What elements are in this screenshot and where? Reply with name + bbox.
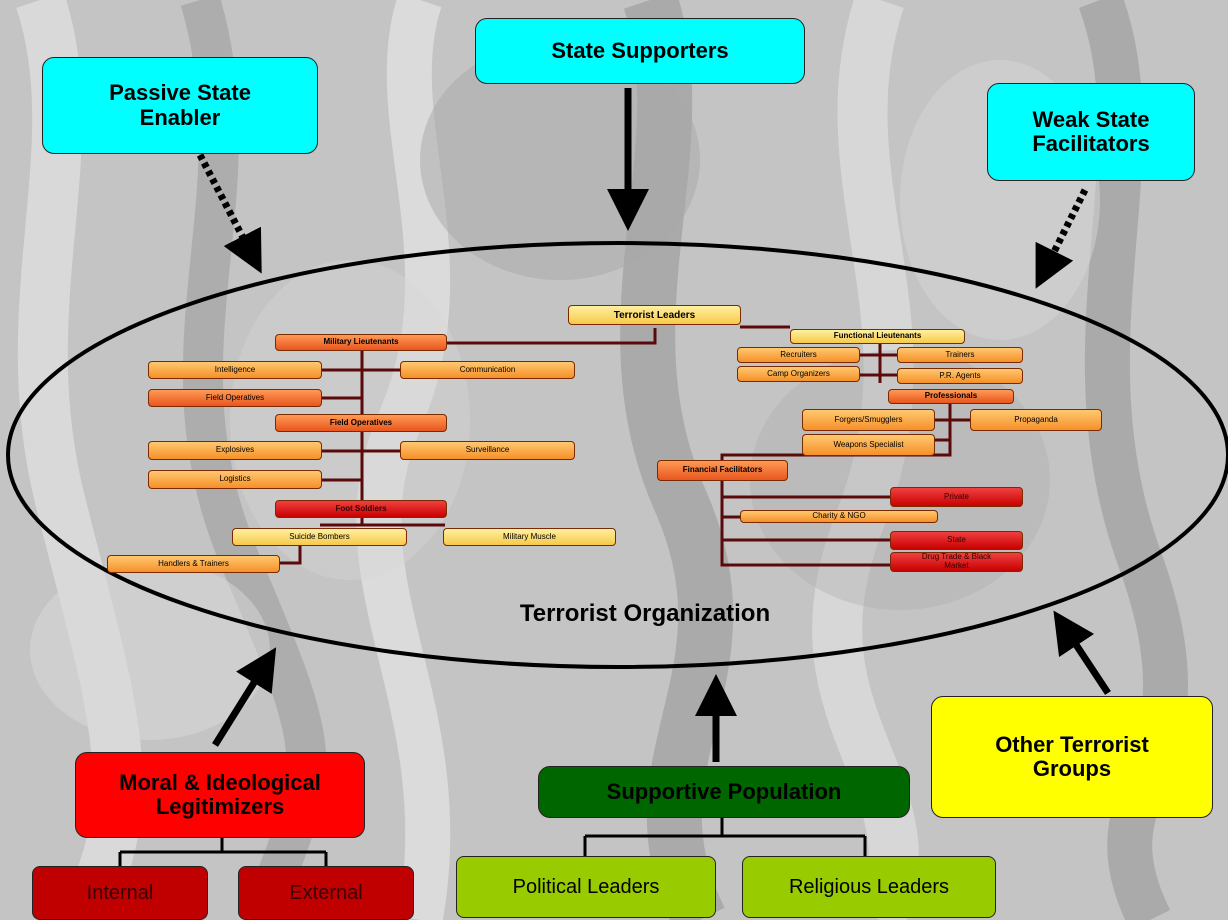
logistics-label: Logistics: [219, 474, 251, 484]
supportive-population-label: Supportive Population: [606, 778, 842, 804]
intelligence-box: Intelligence: [148, 361, 322, 379]
pr-agents-box: P.R. Agents: [897, 368, 1023, 384]
drug-trade-box: Drug Trade & Black Market: [890, 552, 1023, 572]
religious-leaders-label: Religious Leaders: [788, 876, 950, 898]
arrow-other-terrorist-groups: [1053, 610, 1111, 695]
supportive-population-box: Supportive Population: [538, 766, 910, 818]
other-terrorist-groups-box: Other Terrorist Groups: [931, 696, 1213, 818]
state-label: State: [947, 535, 966, 545]
external-box: External: [238, 866, 414, 920]
state-box: State: [890, 531, 1023, 550]
surveillance-label: Surveillance: [465, 445, 510, 455]
professionals-label: Professionals: [924, 391, 978, 401]
field-operatives-small-label: Field Operatives: [205, 392, 265, 402]
foot-soldiers-label: Foot Soldiers: [335, 503, 387, 513]
political-leaders-label: Political Leaders: [512, 876, 660, 898]
organization-ellipse: [6, 241, 1228, 669]
explosives-box: Explosives: [148, 441, 322, 460]
propaganda-label: Propaganda: [1014, 414, 1058, 424]
arrow-weak-state-facilitators: [1035, 188, 1089, 289]
military-lieutenants-box: Military Lieutenants: [275, 334, 447, 351]
field-operatives-small-box: Field Operatives: [148, 389, 322, 407]
recruiters-box: Recruiters: [737, 347, 860, 363]
passive-state-enabler-label: Passive State Enabler: [109, 80, 251, 130]
moral-legitimizers-box: Moral & Ideological Legitimizers: [75, 752, 365, 838]
passive-state-enabler-box: Passive State Enabler: [42, 57, 318, 154]
external-label: External: [289, 882, 363, 904]
suicide-bombers-box: Suicide Bombers: [232, 528, 407, 546]
intelligence-label: Intelligence: [214, 364, 256, 374]
pr-agents-label: P.R. Agents: [939, 370, 981, 380]
weak-state-facilitators-label: Weak State Facilitators: [1032, 106, 1150, 156]
arrow-moral-legitimizers: [212, 647, 277, 747]
trainers-label: Trainers: [945, 349, 975, 359]
state-supporters-label: State Supporters: [551, 37, 729, 63]
recruiters-label: Recruiters: [780, 349, 817, 359]
field-operatives-label: Field Operatives: [329, 417, 393, 427]
connector-population-tree: [583, 818, 867, 856]
communication-label: Communication: [459, 364, 516, 374]
forgers-smugglers-label: Forgers/Smugglers: [834, 414, 903, 424]
religious-leaders-box: Religious Leaders: [742, 856, 996, 918]
private-label: Private: [944, 491, 969, 501]
forgers-smugglers-box: Forgers/Smugglers: [802, 409, 935, 431]
terrorist-leaders-box: Terrorist Leaders: [568, 305, 741, 325]
state-supporters-box: State Supporters: [475, 18, 805, 84]
handlers-trainers-box: Handlers & Trainers: [107, 555, 280, 573]
other-terrorist-groups-label: Other Terrorist Groups: [995, 731, 1149, 781]
weapons-specialist-box: Weapons Specialist: [802, 434, 935, 456]
professionals-box: Professionals: [888, 389, 1014, 404]
private-box: Private: [890, 487, 1023, 507]
internal-box: Internal: [32, 866, 208, 920]
internal-label: Internal: [86, 882, 154, 904]
communication-box: Communication: [400, 361, 575, 379]
military-muscle-label: Military Muscle: [503, 531, 556, 541]
military-muscle-box: Military Muscle: [443, 528, 616, 546]
arrow-passive-state-enabler: [196, 153, 262, 274]
logistics-box: Logistics: [148, 470, 322, 489]
drug-trade-label: Drug Trade & Black Market: [921, 552, 992, 570]
charity-ngo-box: Charity & NGO: [740, 510, 938, 523]
military-lieutenants-label: Military Lieutenants: [323, 337, 399, 347]
field-operatives-box: Field Operatives: [275, 414, 447, 432]
financial-facilitators-label: Financial Facilitators: [682, 465, 763, 475]
weak-state-facilitators-box: Weak State Facilitators: [987, 83, 1195, 181]
camp-organizers-box: Camp Organizers: [737, 366, 860, 382]
surveillance-box: Surveillance: [400, 441, 575, 460]
terrorist-leaders-label: Terrorist Leaders: [613, 309, 696, 321]
weapons-specialist-label: Weapons Specialist: [833, 439, 904, 449]
terrorist-organization-label: Terrorist Organization: [519, 600, 771, 627]
explosives-label: Explosives: [215, 445, 255, 455]
moral-legitimizers-label: Moral & Ideological Legitimizers: [119, 769, 321, 819]
foot-soldiers-box: Foot Soldiers: [275, 500, 447, 518]
trainers-box: Trainers: [897, 347, 1023, 363]
political-leaders-box: Political Leaders: [456, 856, 716, 918]
functional-lieutenants-label: Functional Lieutenants: [833, 331, 922, 341]
handlers-trainers-label: Handlers & Trainers: [158, 558, 229, 568]
suicide-bombers-label: Suicide Bombers: [289, 531, 350, 541]
propaganda-box: Propaganda: [970, 409, 1102, 431]
financial-facilitators-box: Financial Facilitators: [657, 460, 788, 481]
camp-organizers-label: Camp Organizers: [767, 368, 830, 378]
charity-ngo-label: Charity & NGO: [812, 511, 866, 521]
functional-lieutenants-box: Functional Lieutenants: [790, 329, 965, 344]
connector-legitimizers-tree: [118, 838, 328, 868]
